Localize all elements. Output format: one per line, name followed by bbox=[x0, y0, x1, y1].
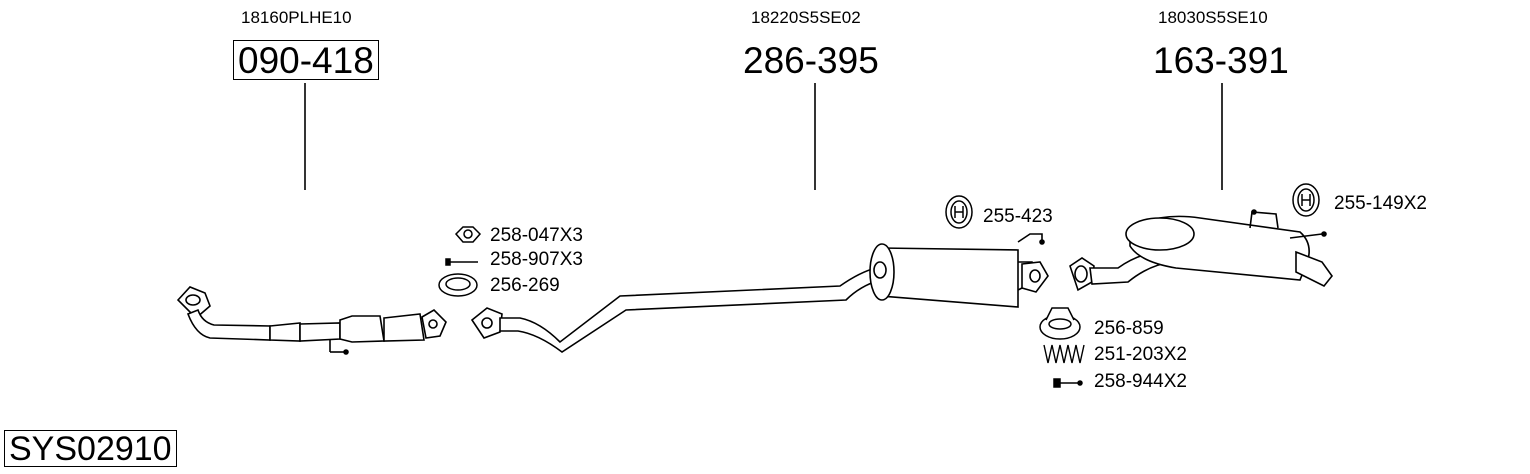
accessory-label-spring[interactable]: 251-203X2 bbox=[1094, 344, 1187, 365]
accessory-label-bolt[interactable]: 258-907X3 bbox=[490, 249, 583, 270]
nut-icon bbox=[454, 226, 482, 243]
rubber-hanger-icon bbox=[1292, 183, 1320, 217]
bolt-icon bbox=[1053, 378, 1083, 388]
bolt-icon bbox=[445, 258, 478, 266]
part-number-front-pipe[interactable]: 090-418 bbox=[233, 40, 379, 80]
accessory-label-sealing-ring[interactable]: 256-859 bbox=[1094, 318, 1164, 339]
spring-icon bbox=[1043, 344, 1085, 364]
part-number-rear-silencer[interactable]: 163-391 bbox=[1153, 40, 1289, 81]
gasket-ring-icon bbox=[438, 273, 478, 297]
rubber-hanger-icon bbox=[945, 195, 973, 229]
oem-number-front: 18160PLHE10 bbox=[241, 8, 352, 27]
part-number-middle-muffler[interactable]: 286-395 bbox=[743, 40, 879, 81]
accessory-label-bolt-rear[interactable]: 258-944X2 bbox=[1094, 371, 1187, 392]
accessory-label-nut[interactable]: 258-047X3 bbox=[490, 225, 583, 246]
accessory-label-hanger[interactable]: 255-423 bbox=[983, 206, 1053, 227]
front-pipe-catalyst bbox=[176, 286, 447, 355]
oem-number-rear: 18030S5SE10 bbox=[1158, 8, 1268, 27]
oem-number-middle: 18220S5SE02 bbox=[751, 8, 861, 27]
accessory-label-hanger-rear[interactable]: 255-149X2 bbox=[1334, 193, 1427, 214]
system-code: SYS02910 bbox=[4, 430, 177, 467]
rear-silencer bbox=[1069, 209, 1334, 292]
middle-pipe-muffler bbox=[470, 233, 1049, 353]
sealing-ring-icon bbox=[1039, 307, 1081, 340]
accessory-label-gasket[interactable]: 256-269 bbox=[490, 275, 560, 296]
